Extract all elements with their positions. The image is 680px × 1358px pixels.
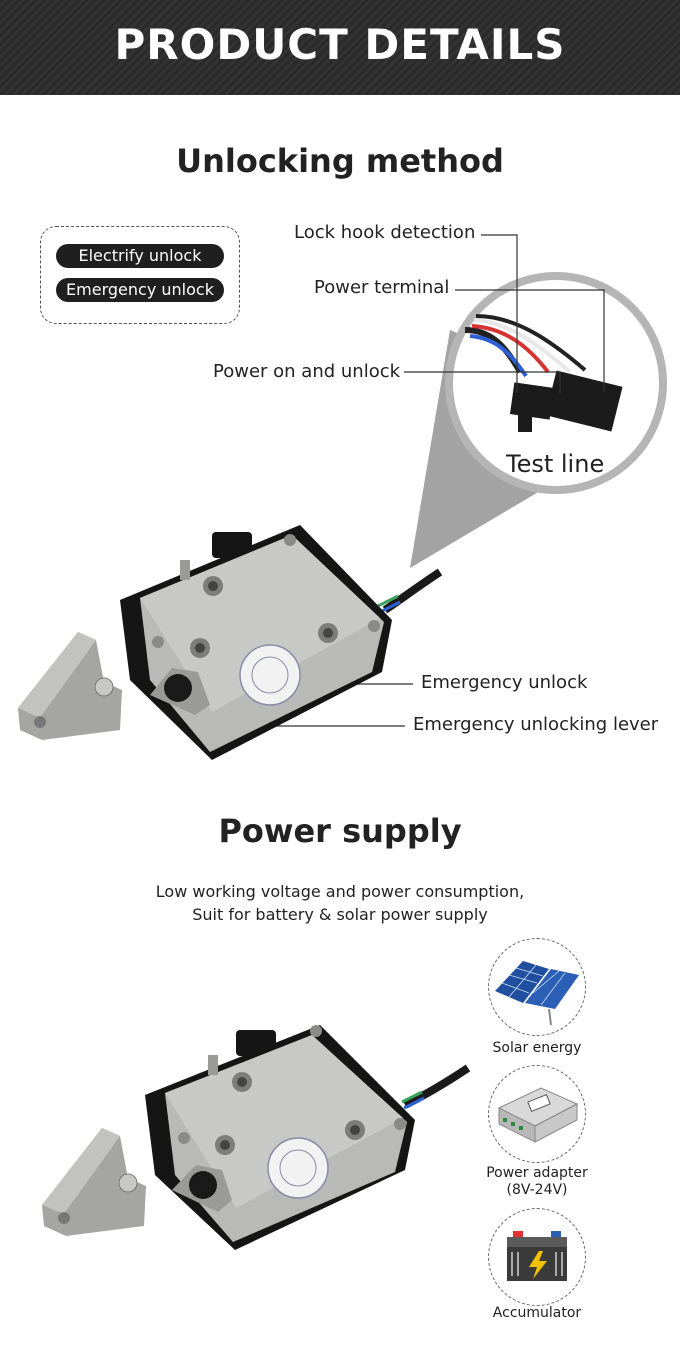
solar-energy-label: Solar energy	[492, 1040, 582, 1056]
emergency-unlock-label: Emergency unlock	[421, 672, 588, 693]
battery-icon	[488, 1208, 586, 1306]
emergency-unlock-badge: Emergency unlock	[56, 278, 224, 302]
power-adapter-label: Power adapter	[486, 1165, 588, 1181]
lock-hook-detection-label: Lock hook detection	[294, 222, 476, 243]
test-line-label: Test line	[506, 450, 605, 478]
power-desc-line2: Suit for battery & solar power supply	[192, 905, 488, 924]
unlock-methods-box: Electrify unlock Emergency unlock	[40, 226, 240, 324]
solar-panel-icon	[488, 938, 586, 1036]
emergency-lever-label: Emergency unlocking lever	[413, 714, 659, 735]
unlocking-method-title: Unlocking method	[176, 142, 504, 180]
banner-title: PRODUCT DETAILS	[114, 20, 566, 69]
lock-product-image-2	[42, 1025, 471, 1250]
power-supply-title: Power supply	[218, 812, 462, 850]
accumulator-label: Accumulator	[492, 1305, 582, 1321]
header-banner	[0, 0, 680, 95]
electrify-unlock-badge: Electrify unlock	[56, 244, 224, 268]
test-line-wires-icon	[464, 314, 623, 432]
lock-product-image-1	[18, 525, 443, 760]
callout-graphic	[192, 234, 667, 727]
power-desc-line1: Low working voltage and power consumptio…	[155, 882, 525, 901]
power-adapter-voltage: (8V-24V)	[506, 1182, 568, 1198]
power-on-unlock-label: Power on and unlock	[213, 361, 401, 382]
power-terminal-label: Power terminal	[314, 277, 450, 298]
power-adapter-icon	[488, 1065, 586, 1163]
